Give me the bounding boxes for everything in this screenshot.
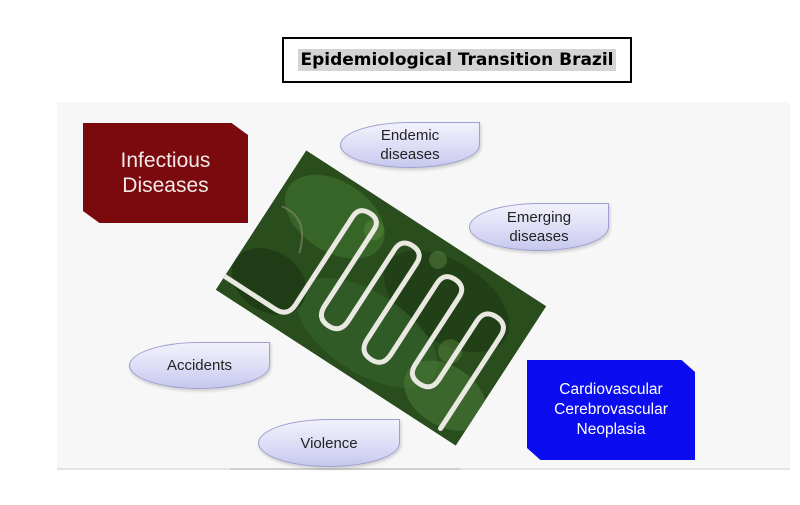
infectious-diseases-label: Infectious Diseases <box>120 149 211 197</box>
winding-road-photo <box>215 150 547 446</box>
diagram-title: Epidemiological Transition Brazil <box>297 49 617 71</box>
accidents-node: Accidents <box>129 342 270 389</box>
slide-bottom-accent <box>230 468 460 470</box>
emerging-diseases-node: Emerging diseases <box>469 203 609 251</box>
chronic-diseases-label: Cardiovascular Cerebrovascular Neoplasia <box>554 381 668 438</box>
title-box: Epidemiological Transition Brazil <box>282 37 632 83</box>
endemic-diseases-node: Endemic diseases <box>340 122 480 168</box>
violence-node: Violence <box>258 419 400 467</box>
winding-road-icon <box>215 150 547 446</box>
chronic-diseases-box: Cardiovascular Cerebrovascular Neoplasia <box>527 360 695 460</box>
infectious-diseases-box: Infectious Diseases <box>83 123 248 223</box>
